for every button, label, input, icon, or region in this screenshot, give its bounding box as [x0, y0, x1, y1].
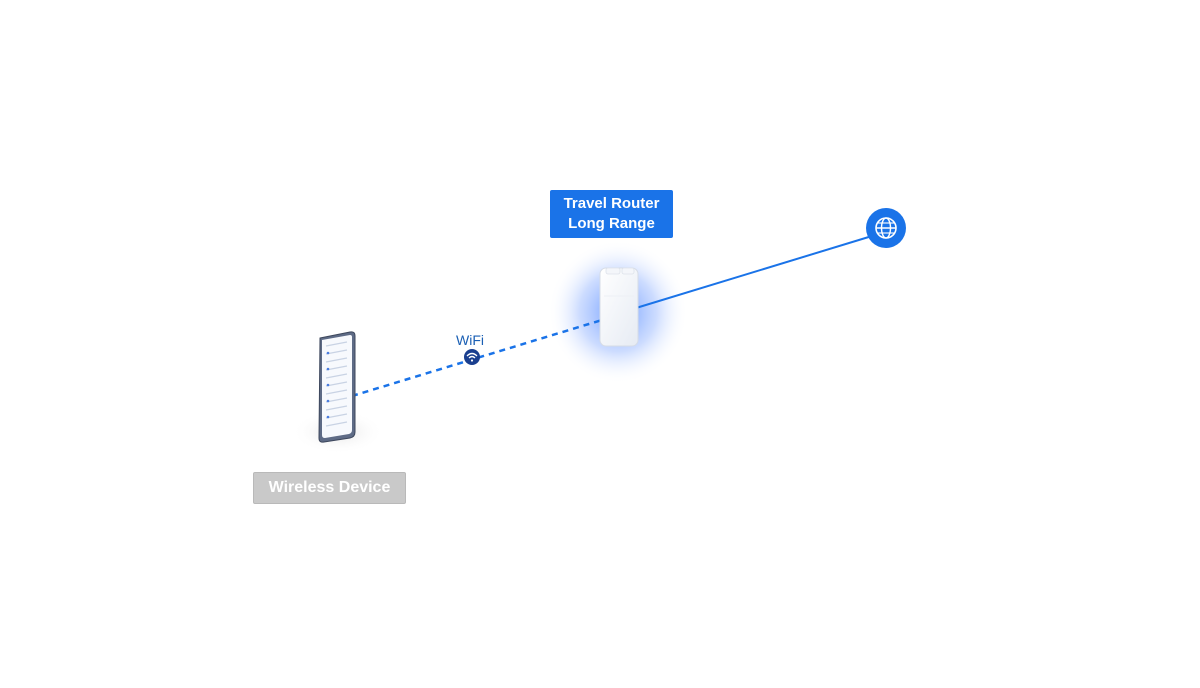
- device-label: Wireless Device: [253, 472, 406, 504]
- internet-link-line: [635, 235, 873, 309]
- router-device-icon[interactable]: [599, 267, 639, 347]
- wifi-icon: [464, 349, 480, 365]
- router-label-line2: Long Range: [568, 215, 655, 232]
- smartphone-icon[interactable]: [318, 331, 356, 443]
- router-label-line1: Travel Router: [563, 195, 660, 212]
- globe-icon[interactable]: [866, 208, 906, 248]
- router-label: Travel Router Long Range: [550, 190, 673, 238]
- wifi-label: WiFi: [456, 332, 484, 348]
